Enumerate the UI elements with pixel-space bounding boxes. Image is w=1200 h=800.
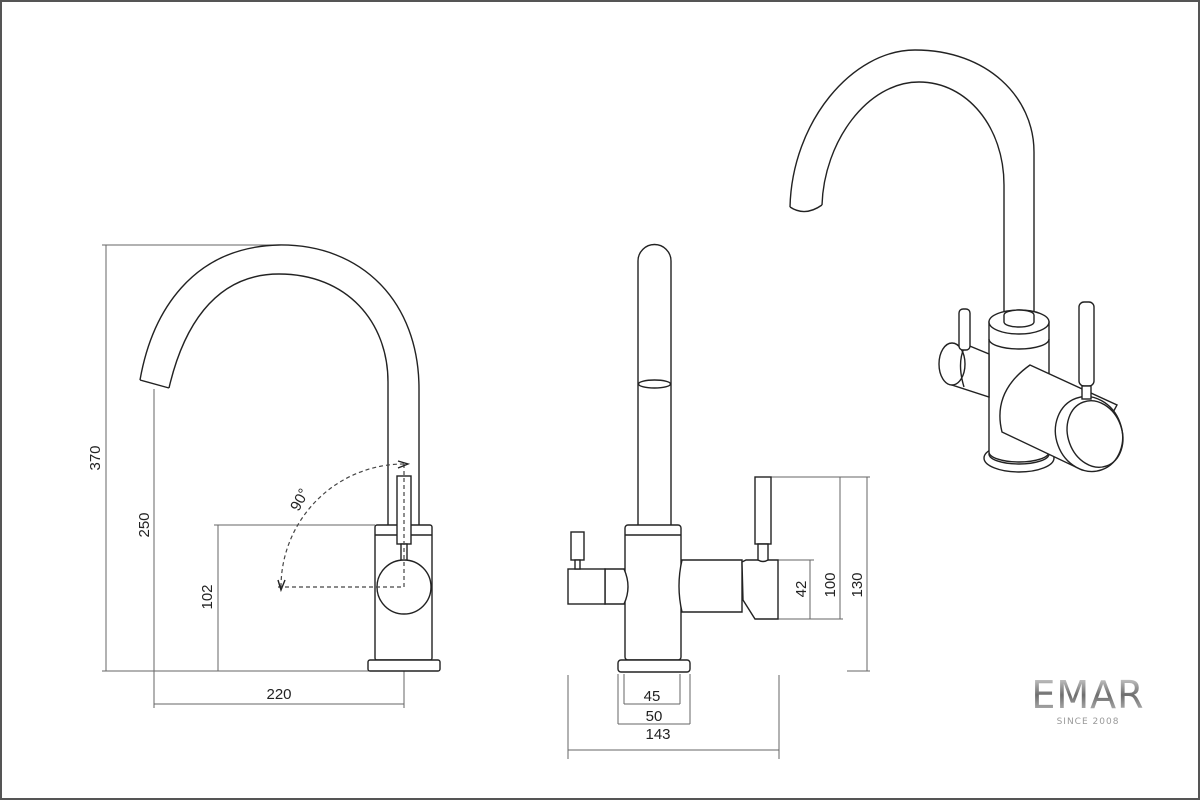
spout-outer [139,244,420,525]
front-view [567,243,870,759]
front-body [624,524,682,661]
front-base [617,659,691,673]
logo-name: EMAR [1031,673,1144,717]
logo-tagline: SINCE 2008 [1057,717,1120,727]
dim-370-label: 370 [87,445,104,470]
side-dimensions [102,244,405,708]
dim-42-label: 42 [793,581,810,598]
front-spout [637,243,672,525]
spout-inner [168,273,389,525]
side-view [102,244,441,708]
dim-250-label: 250 [136,512,153,537]
dim-102-label: 102 [199,584,216,609]
left-lever [570,531,585,561]
dim-220-label: 220 [266,686,291,703]
rotation-arc [275,463,405,588]
dim-130-label: 130 [849,572,866,597]
left-knob [567,568,606,605]
angle-label: 90° [287,486,313,514]
perspective-view [789,49,1124,473]
base [367,659,441,672]
dim-50-label: 50 [646,708,663,725]
right-arm [678,559,743,613]
dim-143-label: 143 [645,726,670,743]
spout-tip [139,379,170,389]
dim-100-label: 100 [822,572,839,597]
emar-logo: EMAR SINCE 2008 [1031,673,1144,727]
dim-45-label: 45 [644,688,661,705]
right-lever [754,476,772,545]
right-handle [741,559,779,620]
left-arm [604,568,629,605]
